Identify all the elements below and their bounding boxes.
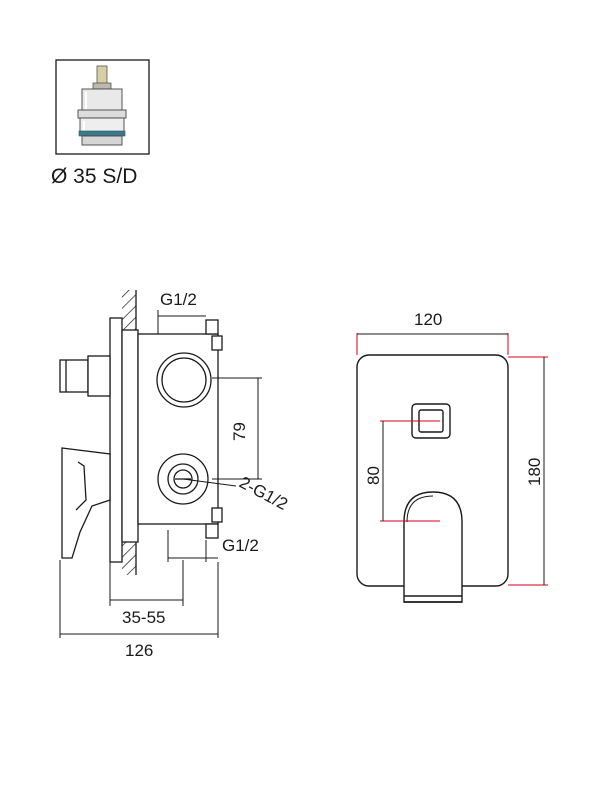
dim-top-inlet: G1/2 bbox=[160, 290, 197, 309]
front-lever bbox=[403, 491, 463, 603]
upper-port-inner bbox=[161, 357, 207, 403]
front-dimensions bbox=[356, 333, 548, 586]
box-tab-bottom bbox=[205, 523, 219, 539]
wall-hatch-top bbox=[122, 290, 136, 330]
dim-bottom-inlet: G1/2 bbox=[222, 536, 259, 555]
plate-flange bbox=[121, 329, 139, 543]
cartridge-panel: Ø 35 S/D bbox=[51, 59, 150, 188]
cartridge-icon bbox=[77, 65, 127, 146]
diverter-knob bbox=[59, 359, 89, 393]
dim-spacing-80: 80 bbox=[364, 466, 383, 485]
cartridge-label: Ø 35 S/D bbox=[51, 165, 137, 188]
cover-plate bbox=[109, 317, 123, 563]
front-view bbox=[356, 354, 509, 603]
diverter-stem bbox=[87, 355, 111, 397]
box-tab-top bbox=[205, 319, 219, 335]
dim-outlets: 2-G1/2 bbox=[236, 473, 291, 514]
side-view bbox=[59, 290, 262, 638]
dim-height-180: 180 bbox=[525, 458, 544, 486]
dim-total: 126 bbox=[125, 641, 153, 660]
box-tab-bottom-right bbox=[211, 507, 223, 523]
dim-depth: 35-55 bbox=[122, 608, 165, 627]
lever-detail bbox=[75, 461, 87, 511]
dim-width-120: 120 bbox=[414, 310, 442, 329]
dim-vertical-79: 79 bbox=[230, 422, 249, 441]
front-lever-highlight bbox=[406, 495, 434, 523]
lever-handle bbox=[61, 447, 111, 559]
side-dimensions bbox=[59, 310, 262, 638]
box-tab-top-right bbox=[211, 335, 223, 351]
